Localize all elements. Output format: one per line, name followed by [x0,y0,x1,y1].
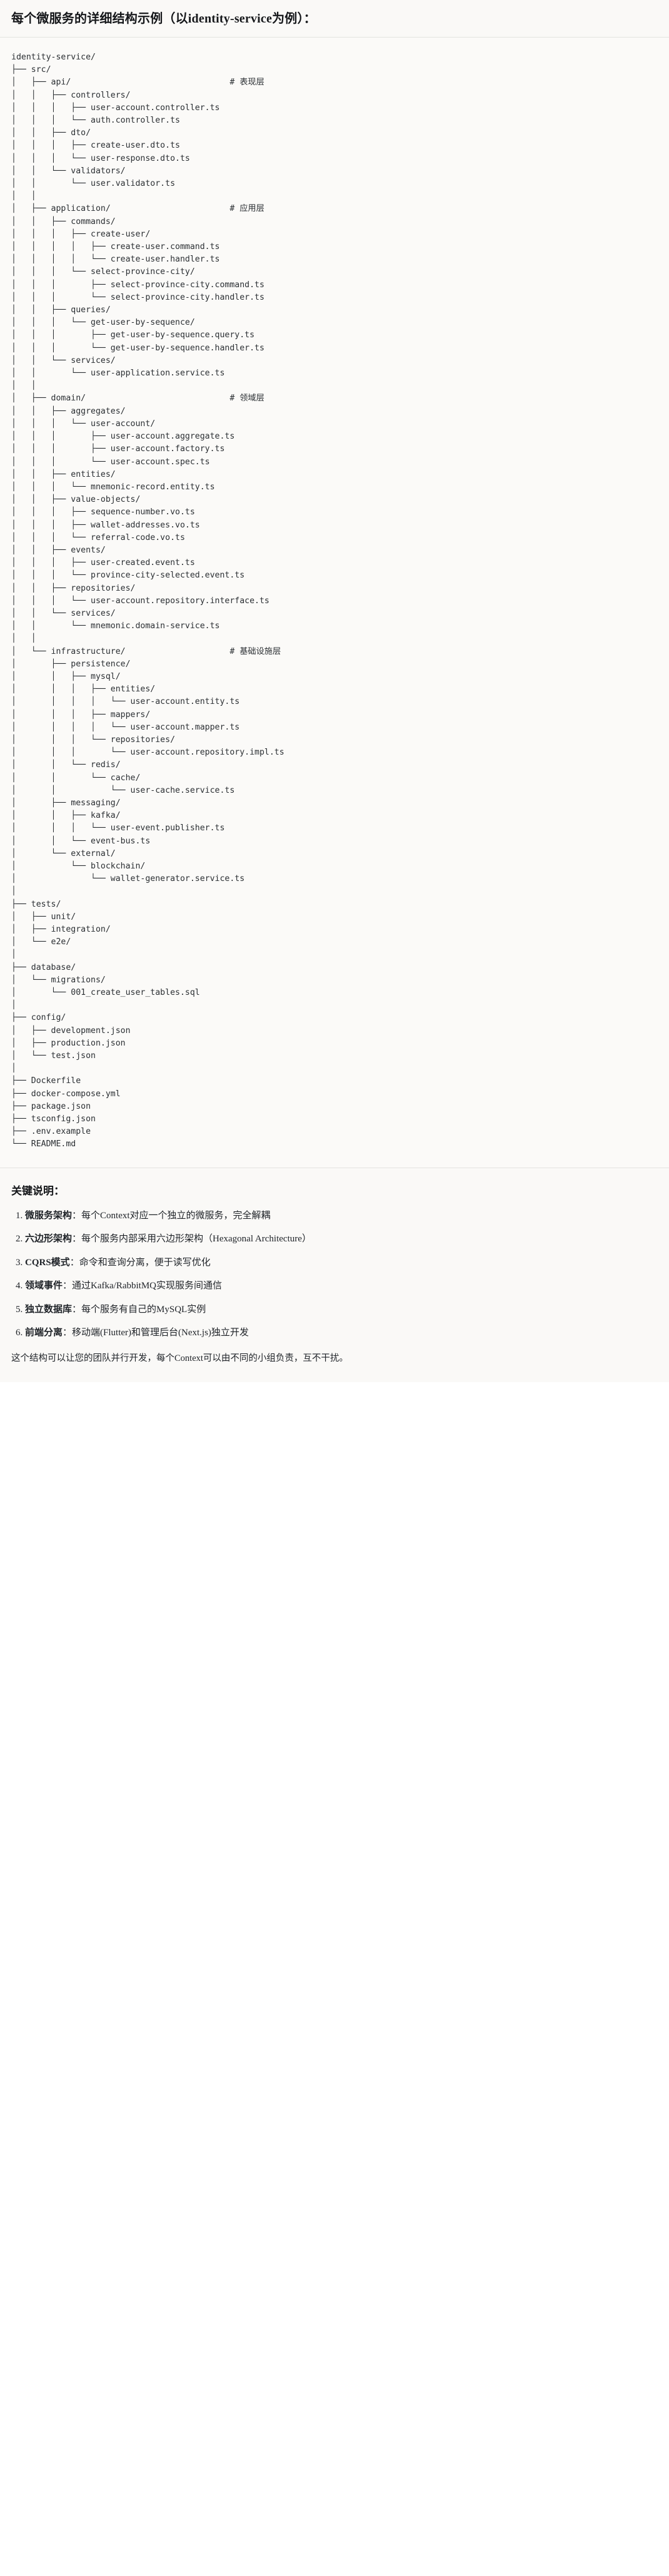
list-item: 独立数据库：每个服务有自己的MySQL实例 [25,1303,658,1317]
page-title: 每个微服务的详细结构示例（以identity-service为例）： [11,12,316,26]
closing-paragraph: 这个结构可以让您的团队并行开发，每个Context可以由不同的小组负责，互不干扰… [11,1353,348,1363]
note-body: 移动端(Flutter)和管理后台(Next.js)独立开发 [72,1328,249,1338]
note-key: 前端分离 [25,1328,63,1338]
key-notes-title: 关键说明： [11,1184,64,1197]
note-sep: ： [72,1234,82,1245]
note-body: 每个服务有自己的MySQL实例 [81,1304,206,1315]
list-item: 六边形架构：每个服务内部采用六边形架构（Hexagonal Architectu… [25,1232,658,1246]
note-body: 命令和查询分离，便于读写优化 [79,1257,211,1268]
directory-tree-code-block: identity-service/ ├── src/ │ ├── api/ # … [0,38,669,1168]
note-key: 独立数据库 [25,1304,73,1315]
note-body: 通过Kafka/RabbitMQ实现服务间通信 [72,1281,223,1291]
note-sep: ： [72,1210,82,1221]
note-key: 微服务架构 [25,1210,73,1221]
note-body: 每个Context对应一个独立的微服务，完全解耦 [81,1210,271,1221]
note-sep: ： [72,1304,82,1315]
list-item: CQRS模式：命令和查询分离，便于读写优化 [25,1256,658,1270]
note-sep: ： [63,1281,73,1291]
key-notes-section: 关键说明： 微服务架构：每个Context对应一个独立的微服务，完全解耦 六边形… [0,1168,669,1382]
note-key: 领域事件 [25,1281,63,1291]
document-heading-band: 每个微服务的详细结构示例（以identity-service为例）： [0,0,669,38]
note-key: 六边形架构 [25,1234,73,1245]
note-sep: ： [63,1328,73,1338]
note-key: CQRS模式 [25,1257,70,1268]
note-sep: ： [69,1257,79,1268]
key-notes-list: 微服务架构：每个Context对应一个独立的微服务，完全解耦 六边形架构：每个服… [11,1209,658,1340]
list-item: 微服务架构：每个Context对应一个独立的微服务，完全解耦 [25,1209,658,1223]
directory-tree: identity-service/ ├── src/ │ ├── api/ # … [11,53,284,1149]
list-item: 领域事件：通过Kafka/RabbitMQ实现服务间通信 [25,1279,658,1293]
note-body: 每个服务内部采用六边形架构（Hexagonal Architecture） [81,1234,311,1245]
list-item: 前端分离：移动端(Flutter)和管理后台(Next.js)独立开发 [25,1326,658,1340]
